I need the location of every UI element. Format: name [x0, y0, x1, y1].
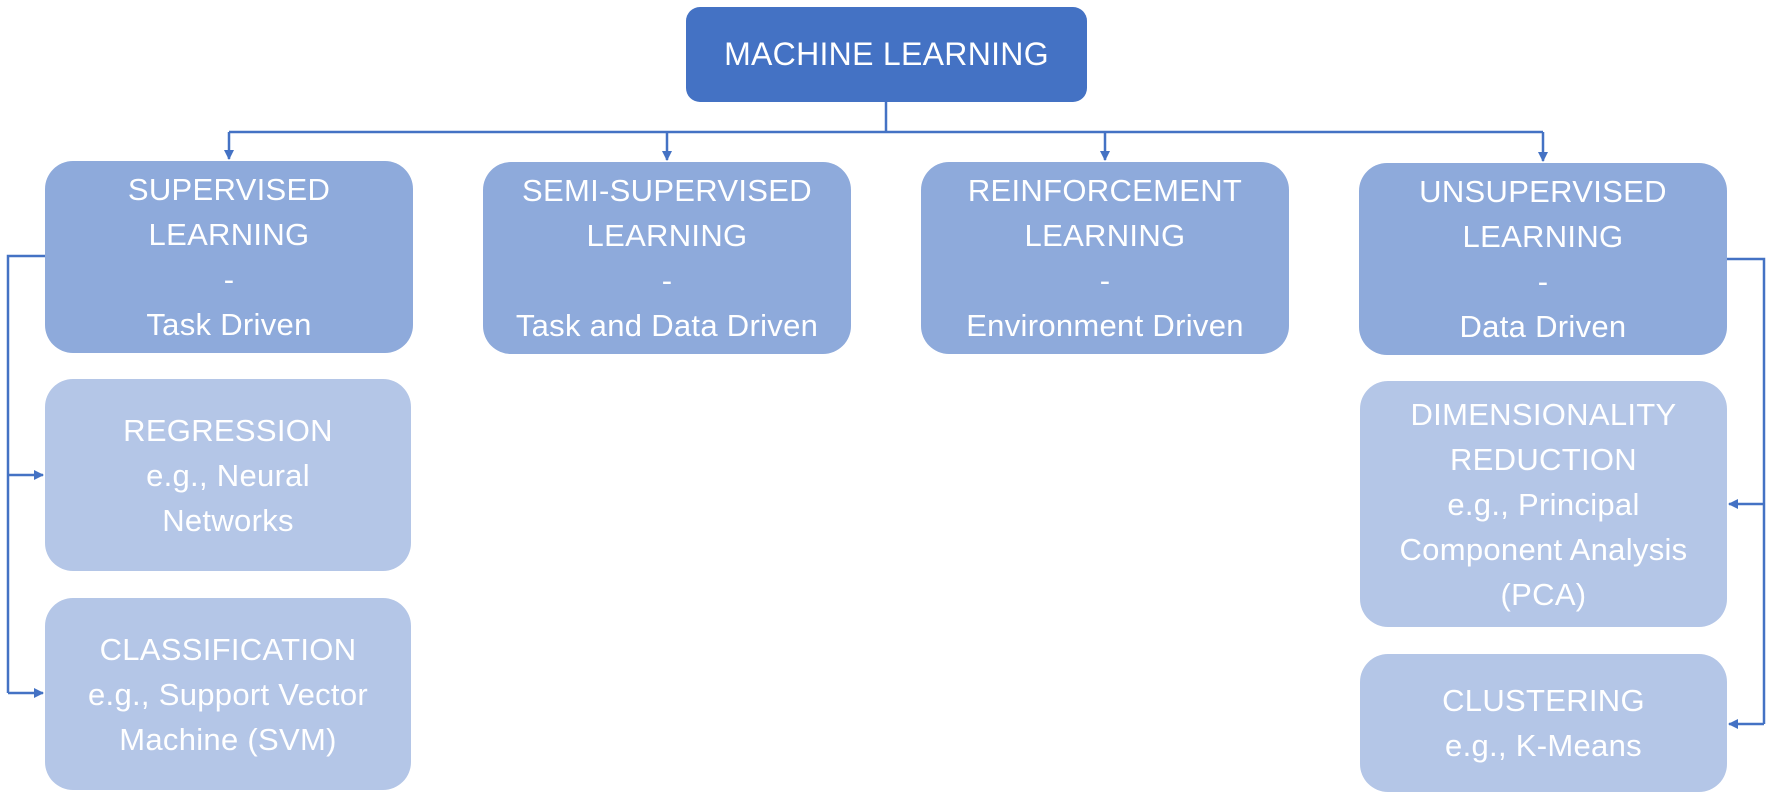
dimensionality-line-3: e.g., Principal — [1447, 486, 1640, 522]
semi-supervised-line-4: Task and Data Driven — [515, 308, 819, 343]
reinforcement-line-3: - — [1099, 263, 1111, 298]
supervised-line-1: SUPERVISED — [127, 172, 331, 207]
unsupervised-line-3: - — [1537, 264, 1549, 299]
dimensionality-line-5: (PCA) — [1500, 576, 1587, 612]
reinforcement-line-2: LEARNING — [1024, 218, 1186, 253]
clustering-node: CLUSTERING e.g., K-Means — [1360, 654, 1727, 792]
dimensionality-line-1: DIMENSIONALITY — [1410, 396, 1677, 432]
unsupervised-learning-node: UNSUPERVISED LEARNING - Data Driven — [1359, 163, 1727, 355]
reinforcement-line-4: Environment Driven — [966, 308, 1244, 343]
machine-learning-node: MACHINE LEARNING — [686, 7, 1087, 102]
dimensionality-line-2: REDUCTION — [1450, 441, 1637, 477]
unsupervised-line-2: LEARNING — [1462, 219, 1624, 254]
unsupervised-line-1: UNSUPERVISED — [1419, 174, 1667, 209]
regression-line-3: Networks — [162, 502, 294, 538]
supervised-line-2: LEARNING — [148, 217, 310, 252]
supervised-line-4: Task Driven — [146, 307, 312, 342]
supervised-line-3: - — [223, 262, 235, 297]
clustering-line-1: CLUSTERING — [1442, 683, 1645, 718]
classification-node: CLASSIFICATION e.g., Support Vector Mach… — [45, 598, 411, 790]
connector-supervised-trunk — [6, 254, 45, 693]
classification-line-2: e.g., Support Vector — [87, 676, 368, 712]
clustering-line-2: e.g., K-Means — [1445, 728, 1642, 763]
reinforcement-learning-node: REINFORCEMENT LEARNING - Environment Dri… — [921, 162, 1289, 354]
dimensionality-reduction-node: DIMENSIONALITY REDUCTION e.g., Principal… — [1360, 381, 1727, 627]
regression-line-2: e.g., Neural — [146, 457, 310, 493]
regression-node: REGRESSION e.g., Neural Networks — [45, 379, 411, 571]
semi-supervised-line-3: - — [661, 263, 673, 298]
supervised-learning-node: SUPERVISED LEARNING - Task Driven — [45, 161, 413, 353]
connector-unsupervised-trunk — [1727, 257, 1766, 724]
dimensionality-line-4: Component Analysis — [1399, 531, 1688, 567]
semi-supervised-line-2: LEARNING — [586, 218, 748, 253]
unsupervised-line-4: Data Driven — [1459, 309, 1627, 344]
machine-learning-label: MACHINE LEARNING — [724, 36, 1049, 72]
semi-supervised-line-1: SEMI-SUPERVISED — [522, 173, 812, 208]
classification-line-1: CLASSIFICATION — [99, 631, 357, 667]
regression-line-1: REGRESSION — [123, 412, 333, 448]
reinforcement-line-1: REINFORCEMENT — [967, 173, 1243, 208]
semi-supervised-learning-node: SEMI-SUPERVISED LEARNING - Task and Data… — [483, 162, 851, 354]
classification-line-3: Machine (SVM) — [119, 721, 337, 757]
